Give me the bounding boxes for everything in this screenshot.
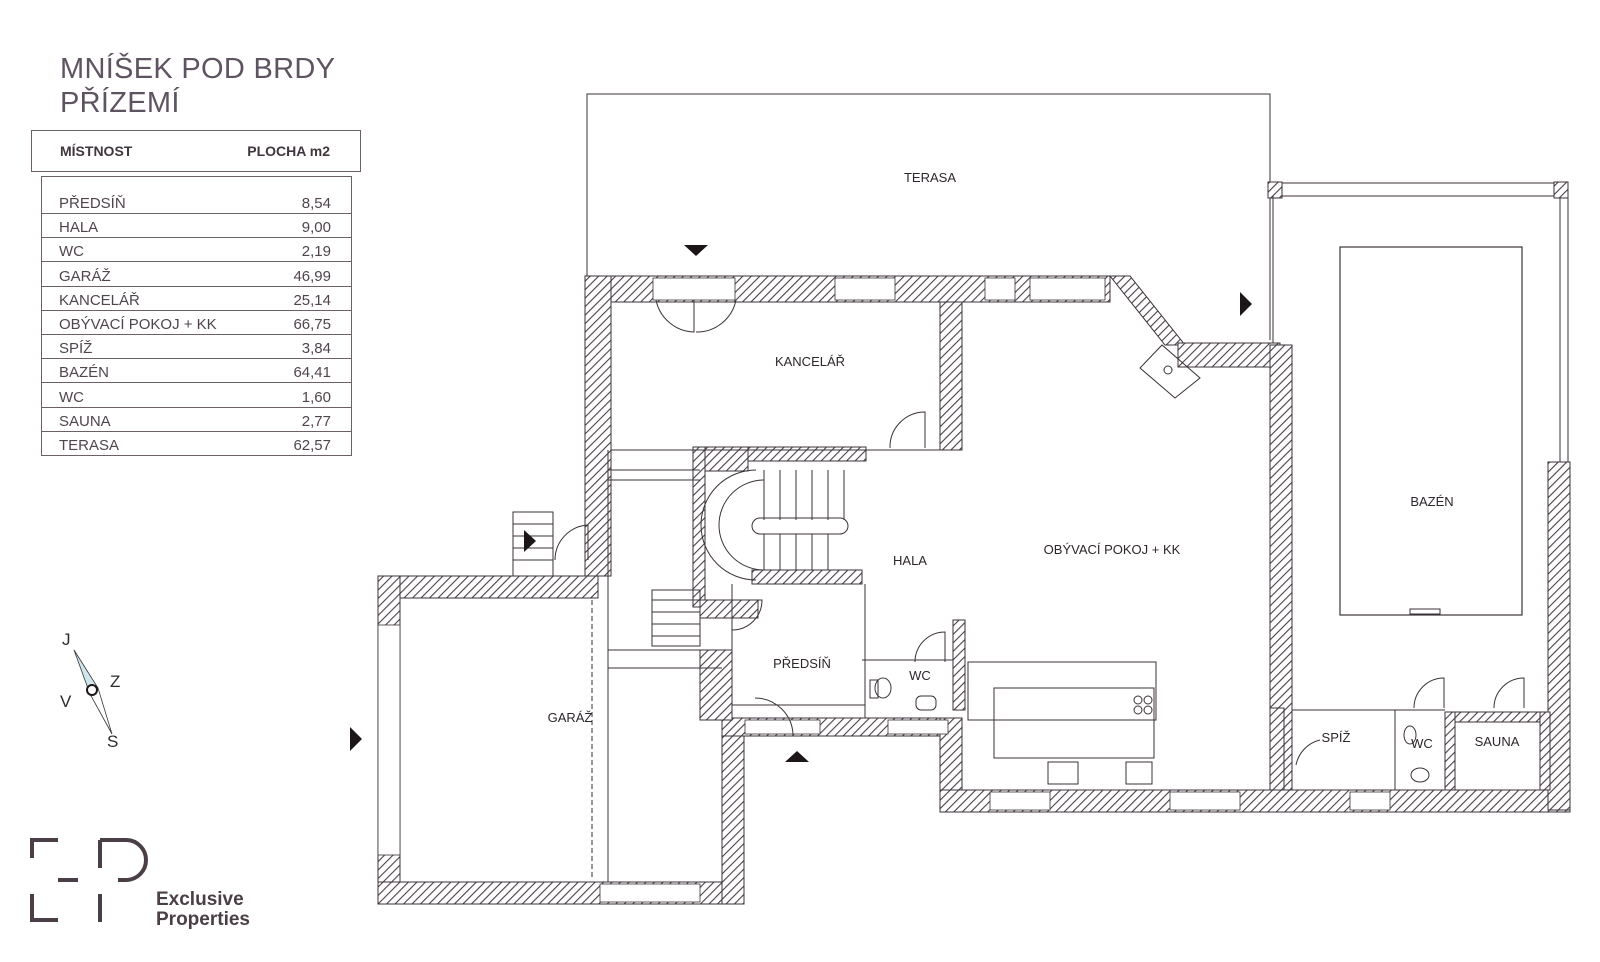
label-obyvaci: OBÝVACÍ POKOJ + KK — [1044, 542, 1181, 557]
label-sauna: SAUNA — [1475, 734, 1520, 749]
room-area: 64,41 — [293, 364, 331, 382]
compass-south: S — [107, 732, 119, 751]
company-name: Exclusive Properties — [156, 890, 250, 930]
room-name: SPÍŽ — [59, 340, 93, 358]
room-name: BAZÉN — [59, 364, 110, 382]
room-name: HALA — [59, 219, 99, 237]
pool-enclosure — [1267, 181, 1569, 462]
room-area: 62,57 — [293, 436, 331, 454]
compass-needle-icon — [73, 649, 113, 735]
compass-west: V — [60, 692, 72, 711]
table-row: TERASA 62,57 — [42, 432, 351, 456]
title-floor: PŘÍZEMÍ — [60, 87, 180, 119]
table-row: GARÁŽ 46,99 — [42, 262, 351, 287]
table-row: PŘEDSÍŇ 8,54 — [42, 177, 351, 214]
room-name: GARÁŽ — [59, 267, 111, 285]
room-name: TERASA — [59, 436, 120, 454]
label-garaz: GARÁŽ — [548, 710, 593, 725]
area-table-header: MÍSTNOST PLOCHA m2 — [31, 130, 361, 172]
table-row: OBÝVACÍ POKOJ + KK 66,75 — [42, 311, 351, 335]
room-area: 1,60 — [301, 388, 331, 406]
table-row: KANCELÁŘ 25,14 — [42, 287, 351, 311]
table-row: SPÍŽ 3,84 — [42, 335, 351, 360]
exterior-walls — [377, 275, 1571, 905]
room-area: 46,99 — [293, 267, 331, 285]
label-spiz: SPÍŽ — [1322, 730, 1351, 745]
room-area: 9,00 — [301, 219, 331, 237]
room-area: 2,77 — [301, 412, 331, 430]
label-kancelar: KANCELÁŘ — [775, 354, 845, 369]
ep-logo-icon — [30, 838, 148, 922]
label-hala: HALA — [893, 553, 927, 568]
entrance-arrows — [350, 245, 1252, 762]
column-room: MÍSTNOST — [60, 143, 133, 159]
table-row: WC 2,19 — [42, 238, 351, 263]
room-area: 25,14 — [293, 291, 331, 309]
compass-east: Z — [110, 672, 121, 691]
plan-title: MNÍŠEK POD BRDY PŘÍZEMÍ — [60, 52, 335, 120]
room-name: PŘEDSÍŇ — [59, 195, 126, 212]
area-table: MÍSTNOST PLOCHA m2 PŘEDSÍŇ 8,54 HALA 9,00 … — [31, 130, 361, 456]
room-area: 2,19 — [301, 243, 331, 261]
room-name: OBÝVACÍ POKOJ + KK — [59, 315, 217, 333]
room-area: 8,54 — [301, 195, 331, 212]
label-bazen: BAZÉN — [1410, 494, 1453, 509]
room-name: WC — [59, 243, 84, 261]
terrace-outline — [586, 93, 1271, 340]
room-area: 3,84 — [301, 340, 331, 358]
company-name-line2: Properties — [156, 909, 250, 930]
table-row: HALA 9,00 — [42, 214, 351, 239]
pool-basin — [1339, 246, 1523, 616]
compass-north: J — [62, 630, 71, 649]
table-row: WC 1,60 — [42, 383, 351, 408]
label-predsin: PŘEDSÍŇ — [773, 656, 831, 671]
room-name: KANCELÁŘ — [59, 291, 140, 309]
room-name: WC — [59, 388, 84, 406]
room-area: 66,75 — [293, 315, 331, 333]
table-row: SAUNA 2,77 — [42, 408, 351, 432]
interior-lines — [512, 299, 1525, 882]
column-area: PLOCHA m2 — [247, 143, 330, 159]
table-row: BAZÉN 64,41 — [42, 359, 351, 384]
company-name-line1: Exclusive — [156, 889, 244, 910]
label-terasa: TERASA — [904, 170, 956, 185]
windows — [377, 277, 1391, 903]
area-table-rows: PŘEDSÍŇ 8,54 HALA 9,00 WC 2,19 GARÁŽ 46,99 K… — [41, 176, 352, 456]
title-location: MNÍŠEK POD BRDY — [60, 53, 336, 85]
label-wc2: WC — [1411, 736, 1433, 751]
room-name: SAUNA — [59, 412, 111, 430]
label-wc1: WC — [909, 668, 931, 683]
